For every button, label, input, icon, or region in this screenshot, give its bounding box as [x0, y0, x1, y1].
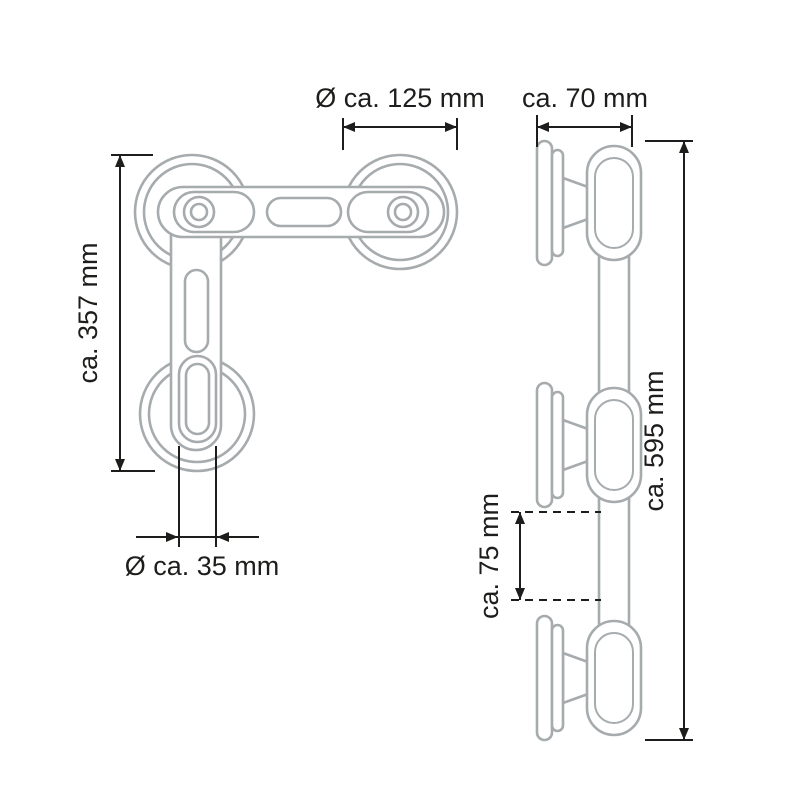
cup-neck-middle: [561, 418, 590, 472]
dim-label-length: ca. 595 mm: [639, 370, 669, 511]
cup-face-bottom-outer: [535, 614, 554, 742]
cup-mount-top: [585, 144, 643, 262]
vertical-slot: [183, 268, 210, 354]
dimension-depth-70: ca. 70 mm: [522, 83, 648, 147]
dim-label-depth: ca. 70 mm: [522, 83, 648, 113]
cup-face-bottom-inner: [550, 623, 565, 733]
side-view: [535, 139, 643, 742]
dimension-gap-75: ca. 75 mm: [474, 493, 601, 619]
cup-mount-top-detail: [594, 157, 634, 249]
center-slot: [265, 196, 343, 228]
dimension-diameter-35: Ø ca. 35 mm: [125, 446, 280, 581]
right-boss-screw-inner: [393, 202, 413, 222]
cup-face-top-inner: [550, 148, 565, 258]
dimension-length-595: ca. 595 mm: [639, 140, 693, 741]
cup-neck-top: [561, 176, 590, 230]
cup-mount-middle-detail: [594, 399, 634, 491]
dim-label-diameter-small: Ø ca. 35 mm: [125, 551, 280, 581]
dim-label-gap: ca. 75 mm: [474, 493, 504, 619]
dimension-diameter-125: Ø ca. 125 mm: [315, 83, 485, 150]
dim-label-diameter-large: Ø ca. 125 mm: [315, 83, 485, 113]
cup-mount-middle: [585, 386, 643, 504]
cup-mount-bottom-detail: [594, 632, 634, 724]
cup-face-top-outer: [535, 139, 554, 267]
cup-face-middle-inner: [550, 390, 565, 500]
cup-face-middle-outer: [535, 381, 554, 509]
left-boss-screw-inner: [189, 202, 209, 222]
bottom-boss-inner: [184, 362, 211, 436]
cup-neck-bottom: [561, 651, 590, 705]
dimension-height-357: ca. 357 mm: [73, 154, 155, 472]
dim-label-height: ca. 357 mm: [73, 242, 103, 383]
front-view: [133, 153, 459, 473]
cup-mount-bottom: [585, 619, 643, 737]
